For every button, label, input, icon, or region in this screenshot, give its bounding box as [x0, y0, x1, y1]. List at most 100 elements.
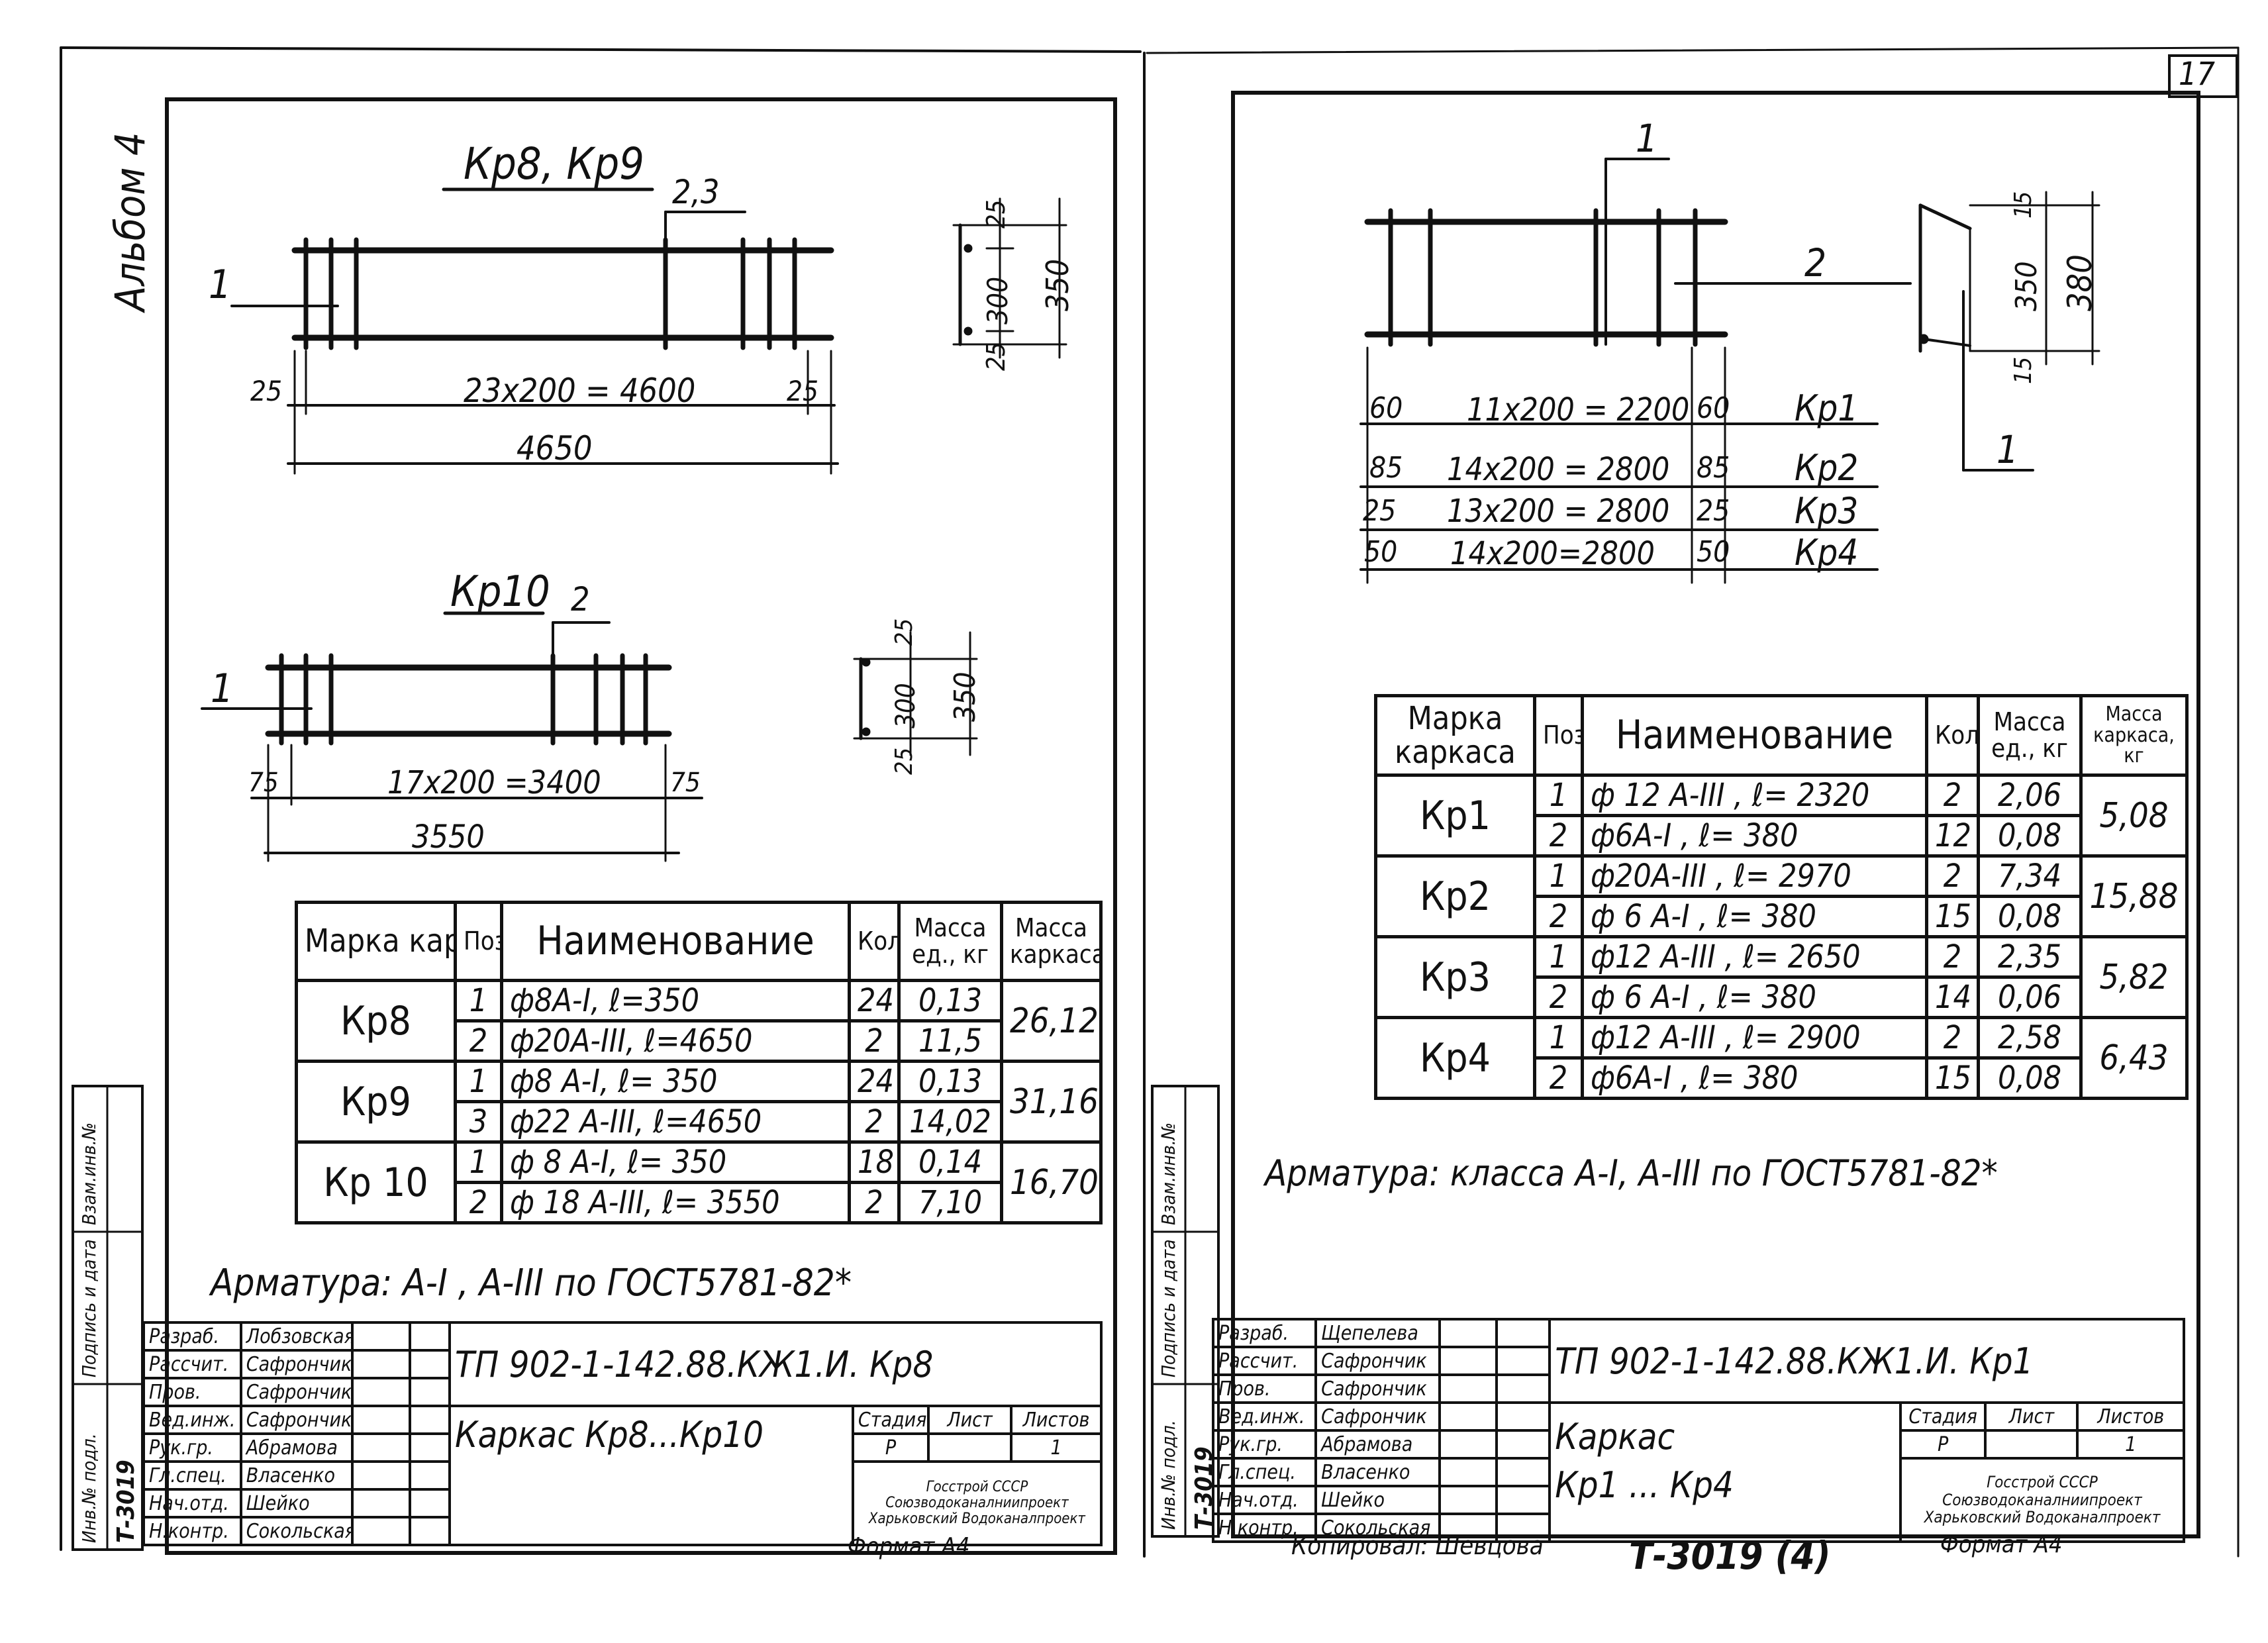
row-qty: 24: [848, 979, 901, 1022]
stage-value: Р: [1898, 1429, 1987, 1460]
role: Пров.: [1211, 1373, 1318, 1404]
position-label: 1: [1997, 427, 2019, 472]
row-pos: 1: [1533, 935, 1584, 979]
row-mass: 0,13: [897, 1060, 1003, 1103]
row-name: ф 6 А-I , ℓ= 380: [1581, 895, 1928, 938]
dimension-label: 11x200 = 2200: [1467, 391, 1690, 428]
stamp-number: Т-3019: [113, 1460, 140, 1543]
album-label: Альбом 4: [106, 132, 154, 311]
reinforcement-note: Арматура: класса А-I, А-III по ГОСТ5781-…: [1265, 1152, 1998, 1194]
handwritten-number: Т-3019 (4): [1629, 1533, 1831, 1578]
date: [1495, 1373, 1552, 1404]
drawing-title: Каркас Кр8...Кр10: [448, 1405, 854, 1546]
role: Вед.инж.: [142, 1405, 242, 1435]
sheet-header: Лист: [1984, 1401, 2079, 1432]
spec-table-right: Марка каркаса Поз. Наименование Кол. Мас…: [1374, 694, 2189, 1100]
row-pos: 1: [454, 1140, 503, 1184]
row-mass: 0,08: [1977, 1056, 2083, 1100]
row-mass: 0,08: [1977, 895, 2083, 938]
frame-total-mass: 16,70: [1000, 1140, 1103, 1224]
row-name: ф6А-I , ℓ= 380: [1581, 814, 1928, 858]
section-dimension: 25: [981, 342, 1011, 372]
signature: [1438, 1457, 1498, 1487]
row-pos: 1: [454, 1060, 503, 1103]
row-qty: 15: [1925, 1056, 1980, 1100]
section-dimension: 300: [981, 276, 1014, 324]
dimension-label: 85: [1697, 451, 1730, 485]
sheets-header: Листов: [1010, 1405, 1103, 1435]
person: Власенко: [1314, 1457, 1442, 1487]
section-dimension: 350: [2010, 261, 2044, 311]
drawing-title-kr10: Кр10: [450, 568, 550, 617]
person: Сафрончик: [1314, 1346, 1442, 1376]
row-mass: 2,35: [1977, 935, 2083, 979]
person: Шейко: [1314, 1485, 1442, 1515]
stamp-label: Взам.инв.№: [1158, 1122, 1179, 1225]
dimension-label: 25: [1363, 494, 1397, 528]
stamp-label: Инв.№ подл.: [1158, 1420, 1179, 1530]
role: Рук.гр.: [142, 1432, 242, 1463]
stamp-label: Подпись и дата: [1158, 1239, 1179, 1377]
row-pos: 1: [1533, 854, 1584, 898]
person: Власенко: [239, 1460, 354, 1491]
person: Сокольская: [1314, 1513, 1442, 1543]
row-pos: 1: [454, 979, 503, 1022]
frame-mark: Кр2: [1374, 854, 1536, 938]
row-pos: 2: [1533, 895, 1584, 938]
person: Абрамова: [239, 1432, 354, 1463]
row-qty: 14: [1925, 975, 1980, 1019]
format-label: Формат А4: [1940, 1531, 2063, 1558]
person: Шейко: [239, 1488, 354, 1519]
stamp-label: Подпись и дата: [78, 1239, 100, 1377]
role: Рассчит.: [1211, 1346, 1318, 1376]
title-block-left: Разраб. Лобзовская ТП 902-1-142.88.КЖ1.И…: [142, 1321, 1103, 1546]
person: Сафрончик: [1314, 1401, 1442, 1432]
signature: [1438, 1485, 1498, 1515]
date: [1495, 1457, 1552, 1487]
dimension-label: 3550: [412, 819, 485, 856]
row-mass: 0,14: [897, 1140, 1003, 1184]
spec-table-left: Марка каркаса Поз. Наименование Кол. Мас…: [295, 901, 1103, 1224]
section-dimension: 25: [981, 199, 1011, 229]
role: Н.контр.: [142, 1516, 242, 1546]
position-label: 2: [1804, 240, 1827, 285]
drawing-title-line: Кр1 ... Кр4: [1555, 1464, 1734, 1506]
role: Разраб.: [142, 1321, 242, 1352]
signature: [351, 1516, 412, 1546]
row-pos: 2: [1533, 814, 1584, 858]
header-pos: Поз.: [1533, 694, 1584, 777]
row-name: ф20А-III , ℓ= 2970: [1581, 854, 1928, 898]
date: [409, 1321, 452, 1352]
row-qty: 2: [848, 1100, 901, 1144]
sheets-header: Листов: [2076, 1401, 2185, 1432]
sheets-value: 1: [1010, 1432, 1103, 1463]
date: [409, 1460, 452, 1491]
frame-total-mass: 31,16: [1000, 1060, 1103, 1144]
header-qty: Кол.: [848, 901, 901, 982]
dimension-label: 60: [1369, 391, 1403, 425]
person: Щепелева: [1314, 1318, 1442, 1348]
person: Лобзовская: [239, 1321, 354, 1352]
row-qty: 2: [848, 1181, 901, 1224]
row-pos: 2: [1533, 1056, 1584, 1100]
sheet-value: [1984, 1429, 2079, 1460]
section-dimension: 380: [2061, 254, 2099, 311]
role: Нач.отд.: [1211, 1485, 1318, 1515]
frame-total-mass: 26,12: [1000, 979, 1103, 1063]
format-label: Формат А4: [848, 1533, 970, 1560]
date: [1495, 1318, 1552, 1348]
row-qty: 12: [1925, 814, 1980, 858]
row-mass: 0,06: [1977, 975, 2083, 1019]
drawing-code: ТП 902-1-142.88.КЖ1.И. Кр1: [1548, 1318, 2185, 1404]
signature: [351, 1405, 412, 1435]
role: Гл.спец.: [1211, 1457, 1318, 1487]
signature: [1438, 1346, 1498, 1376]
dimension-label: 50: [1697, 535, 1730, 569]
dimension-label: 75: [670, 768, 701, 798]
frame-mark: Кр3: [1374, 935, 1536, 1019]
header-qty: Кол.: [1925, 694, 1980, 777]
row-mass: 2,06: [1977, 773, 2083, 817]
row-mass: 0,13: [897, 979, 1003, 1022]
date: [409, 1488, 452, 1519]
